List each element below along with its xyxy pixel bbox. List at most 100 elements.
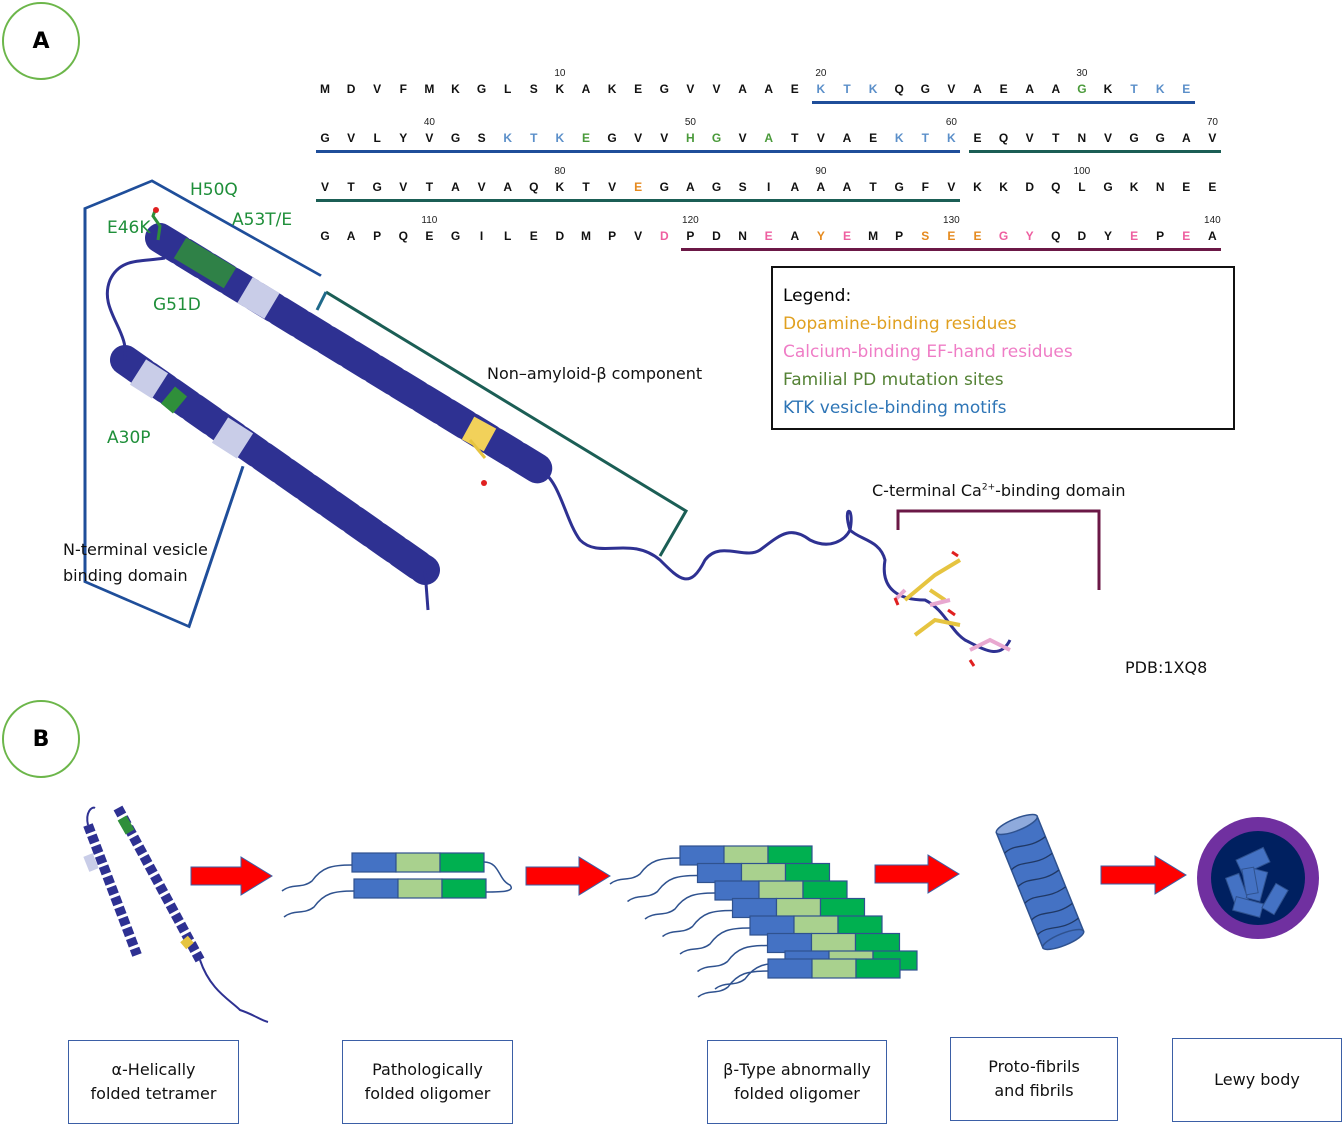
mutation-label-g51d: G51D <box>153 295 201 315</box>
residue: K <box>451 82 460 96</box>
residue: G <box>476 82 487 96</box>
residue: A <box>764 82 774 96</box>
residue: D <box>346 82 356 96</box>
residue: V <box>1025 131 1034 145</box>
residue: V <box>660 131 669 145</box>
strand-segment <box>351 852 397 873</box>
residue: E <box>529 229 538 243</box>
residue: H <box>686 131 695 145</box>
residue: V <box>947 82 956 96</box>
residue: S <box>529 82 538 96</box>
strand-segment <box>395 852 441 873</box>
strand-segment <box>854 932 901 954</box>
residue: A <box>686 180 695 194</box>
domain-underline <box>316 199 961 202</box>
residue: E <box>869 131 878 145</box>
residue: G <box>659 82 669 96</box>
residue: E <box>1182 229 1191 243</box>
residue: E <box>1182 82 1191 96</box>
cterm-domain-bracket <box>896 509 1101 590</box>
residue: V <box>425 131 434 145</box>
legend-item: Dopamine-binding residues <box>783 314 1017 334</box>
residue: L <box>1078 180 1086 194</box>
stage-label-line1: Pathologically <box>372 1060 483 1079</box>
residue: G <box>711 180 722 194</box>
domain-underline <box>811 101 1196 104</box>
residue: K <box>1129 180 1139 194</box>
disordered-tail <box>644 892 716 920</box>
strand-segment <box>767 958 813 979</box>
strand-segment <box>723 845 769 866</box>
residue: Q <box>1051 180 1061 194</box>
stage-label-line1: Proto-fibrils <box>988 1057 1080 1076</box>
residue: D <box>659 229 669 243</box>
residue: A <box>973 82 982 96</box>
disordered-tail <box>662 909 733 938</box>
residue-number: 120 <box>682 215 699 226</box>
residue: T <box>347 180 355 194</box>
residue: V <box>686 82 695 96</box>
beta-oligomer-stack <box>609 845 918 998</box>
connecting-loop <box>483 861 513 893</box>
strand-segment <box>714 880 760 901</box>
panel-a-badge: A <box>2 2 80 80</box>
residue: F <box>399 82 407 96</box>
residue: Y <box>1103 229 1112 243</box>
residue: Y <box>399 131 408 145</box>
panel-b-badge: B <box>2 700 80 778</box>
disordered-tail <box>283 890 355 918</box>
residue: K <box>816 82 826 96</box>
residue: P <box>895 229 904 243</box>
helix-upper <box>145 223 555 485</box>
dopamine-side-chain <box>468 439 487 459</box>
residue: G <box>450 131 461 145</box>
residue: A <box>451 180 460 194</box>
residue: E <box>634 82 643 96</box>
legend-title: Legend: <box>783 286 852 306</box>
strand-segment <box>775 897 822 919</box>
residue: N <box>1077 131 1087 145</box>
domain-underline <box>968 150 1222 153</box>
loop-connector <box>423 569 430 611</box>
residue: E <box>999 82 1008 96</box>
stage-label-line1: β-Type abnormally <box>723 1060 871 1079</box>
residue: D <box>555 229 565 243</box>
residue: E <box>790 82 799 96</box>
disordered-tail <box>697 970 769 998</box>
nterm-domain-label-line1: N-terminal vesicle <box>63 540 208 559</box>
red-arrow-icon <box>874 854 960 894</box>
strand-segment <box>353 878 399 899</box>
stage-label-line2: and fibrils <box>994 1081 1074 1100</box>
strand-segment <box>749 915 795 936</box>
residue: T <box>1130 82 1138 96</box>
residue: V <box>1103 131 1112 145</box>
helix-lower <box>110 345 440 585</box>
residue: P <box>1156 229 1165 243</box>
residue: A <box>738 82 747 96</box>
residue: G <box>659 180 669 194</box>
residue: V <box>1208 131 1217 145</box>
residue-number: 80 <box>554 166 566 177</box>
residue: G <box>320 229 330 243</box>
residue-number: 20 <box>815 68 827 79</box>
cterm-label-superscript: 2+ <box>981 482 996 493</box>
residue: A <box>842 180 852 194</box>
residue: V <box>608 180 617 194</box>
residue: M <box>868 229 879 243</box>
legend-item: KTK vesicle-binding motifs <box>783 398 1007 418</box>
residue: G <box>607 131 617 145</box>
residue: K <box>607 82 617 96</box>
residue-number: 10 <box>554 68 566 79</box>
residue: E <box>973 131 982 145</box>
red-arrow-icon <box>1100 855 1187 895</box>
residue-number: 40 <box>423 117 435 128</box>
residue: G <box>920 82 930 96</box>
strand-segment <box>441 878 487 899</box>
disordered-tail <box>697 944 768 973</box>
residue: N <box>1155 180 1165 194</box>
residue: A <box>1051 82 1061 96</box>
